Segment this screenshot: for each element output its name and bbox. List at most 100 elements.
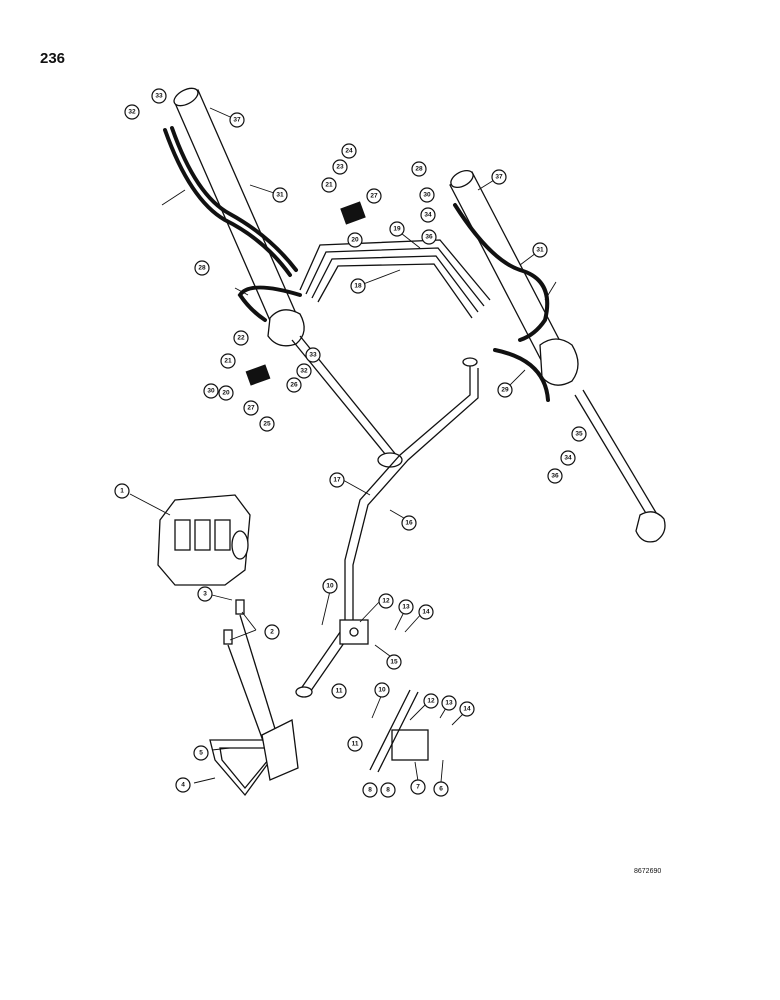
svg-text:29: 29 [501,387,509,394]
page-number: 236 [40,50,66,67]
callout-22: 22 [233,330,249,346]
lower-clamp [369,689,429,773]
svg-text:16: 16 [405,520,413,527]
svg-text:11: 11 [336,688,343,695]
svg-text:34: 34 [564,455,572,462]
svg-text:6: 6 [439,786,443,793]
svg-text:32: 32 [128,109,136,116]
svg-text:37: 37 [233,117,241,124]
svg-text:32: 32 [300,368,308,375]
callout-30: 30 [419,187,435,203]
upper-tubes [299,239,491,319]
svg-text:12: 12 [427,698,435,705]
callout-11: 11 [347,736,363,752]
svg-text:31: 31 [536,247,544,254]
callout-34: 34 [560,450,576,466]
svg-text:37: 37 [495,174,503,181]
svg-text:20: 20 [222,390,230,397]
callout-32: 32 [296,363,312,379]
lower-tubes [295,357,479,698]
callout-36: 36 [547,468,563,484]
svg-text:25: 25 [263,421,271,428]
callout-36: 36 [421,229,437,245]
svg-text:17: 17 [333,477,341,484]
callout-3: 3 [197,586,213,602]
callout-25: 25 [259,416,275,432]
callout-1: 1 [114,483,130,499]
svg-text:7: 7 [416,784,420,791]
callout-6: 6 [433,781,449,797]
svg-text:20: 20 [351,237,359,244]
callout-13: 13 [398,599,414,615]
svg-text:31: 31 [276,192,284,199]
svg-text:33: 33 [155,93,163,100]
callout-16: 16 [401,515,417,531]
callout-17: 17 [329,472,345,488]
callout-30: 30 [203,383,219,399]
svg-text:36: 36 [425,234,433,241]
svg-text:13: 13 [402,604,410,611]
callout-15: 15 [386,654,402,670]
svg-text:10: 10 [378,687,386,694]
callout-23: 23 [332,159,348,175]
hoses [163,126,550,402]
svg-text:35: 35 [575,431,583,438]
callout-31: 31 [272,187,288,203]
svg-text:28: 28 [415,166,423,173]
callout-14: 14 [418,604,434,620]
right-cylinder [449,169,666,543]
callout-11: 11 [331,683,347,699]
svg-text:21: 21 [224,358,232,365]
callout-37: 37 [491,169,507,185]
callout-12: 12 [378,593,394,609]
callout-26: 26 [286,377,302,393]
callout-21: 21 [321,177,337,193]
callout-13: 13 [441,695,457,711]
svg-text:21: 21 [325,182,333,189]
svg-text:27: 27 [370,193,378,200]
svg-text:10: 10 [326,583,334,590]
svg-text:1: 1 [120,488,124,495]
callout-2: 2 [264,624,280,640]
bracket-upper [340,201,366,225]
callout-29: 29 [497,382,513,398]
callout-20: 20 [218,385,234,401]
callout-35: 35 [571,426,587,442]
callout-24: 24 [341,143,357,159]
svg-text:3: 3 [203,591,207,598]
callout-10: 10 [322,578,338,594]
svg-text:28: 28 [198,265,206,272]
svg-text:30: 30 [207,388,215,395]
callout-5: 5 [193,745,209,761]
svg-text:13: 13 [445,700,453,707]
svg-text:33: 33 [309,352,317,359]
svg-text:4: 4 [181,782,185,789]
callout-28: 28 [411,161,427,177]
callout-14: 14 [459,701,475,717]
svg-text:22: 22 [237,335,245,342]
svg-text:24: 24 [345,148,353,155]
svg-text:11: 11 [352,741,359,748]
svg-text:34: 34 [424,212,432,219]
callout-12: 12 [423,693,439,709]
svg-text:14: 14 [463,706,471,713]
svg-text:26: 26 [290,382,298,389]
svg-text:15: 15 [390,659,398,666]
callout-8: 8 [362,782,378,798]
callout-8: 8 [380,782,396,798]
svg-text:5: 5 [199,750,203,757]
callout-7: 7 [410,779,426,795]
left-cylinder [173,87,403,468]
svg-text:2: 2 [270,629,274,636]
upper-clamp [339,619,369,645]
valve-fittings [209,599,299,797]
svg-text:12: 12 [382,598,390,605]
svg-text:30: 30 [423,192,431,199]
control-valve [157,494,251,586]
bracket-lower [245,364,271,386]
callout-10: 10 [374,682,390,698]
callout-33: 33 [305,347,321,363]
callout-32: 32 [124,104,140,120]
drawing-code: 8672690 [634,868,662,875]
